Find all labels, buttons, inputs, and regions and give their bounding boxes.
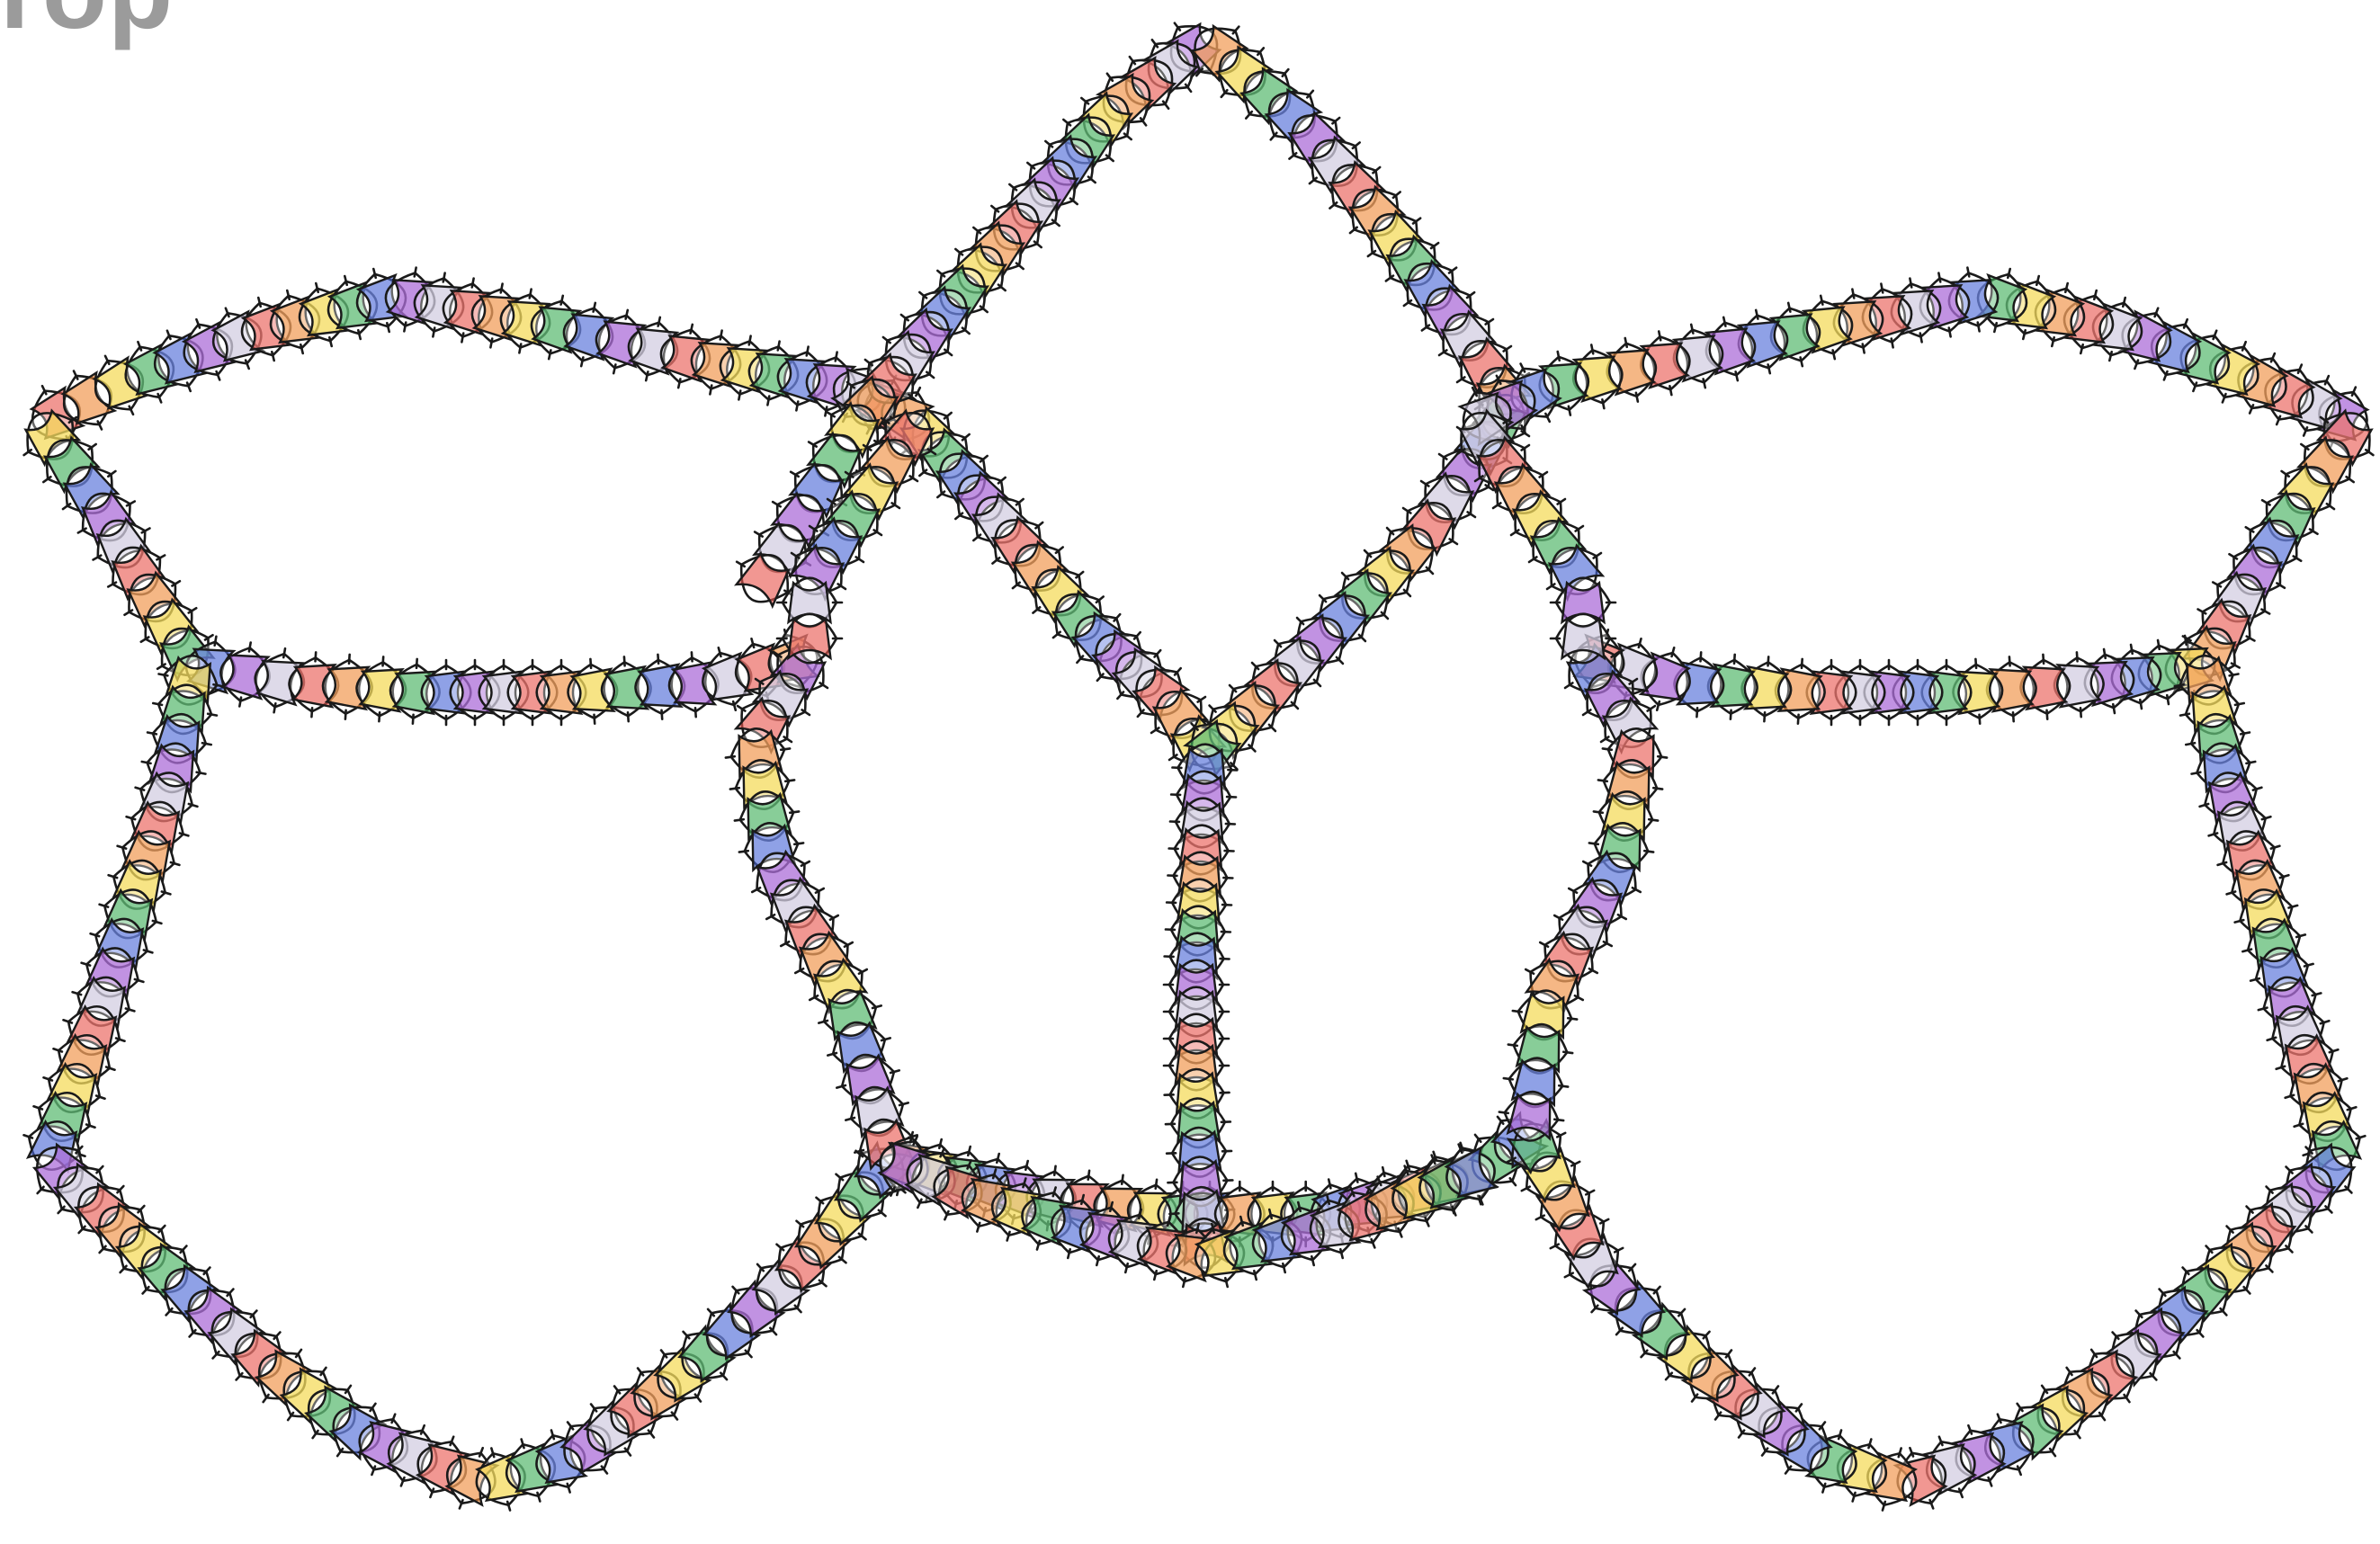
bead-chain-layer	[10, 8, 2380, 1517]
